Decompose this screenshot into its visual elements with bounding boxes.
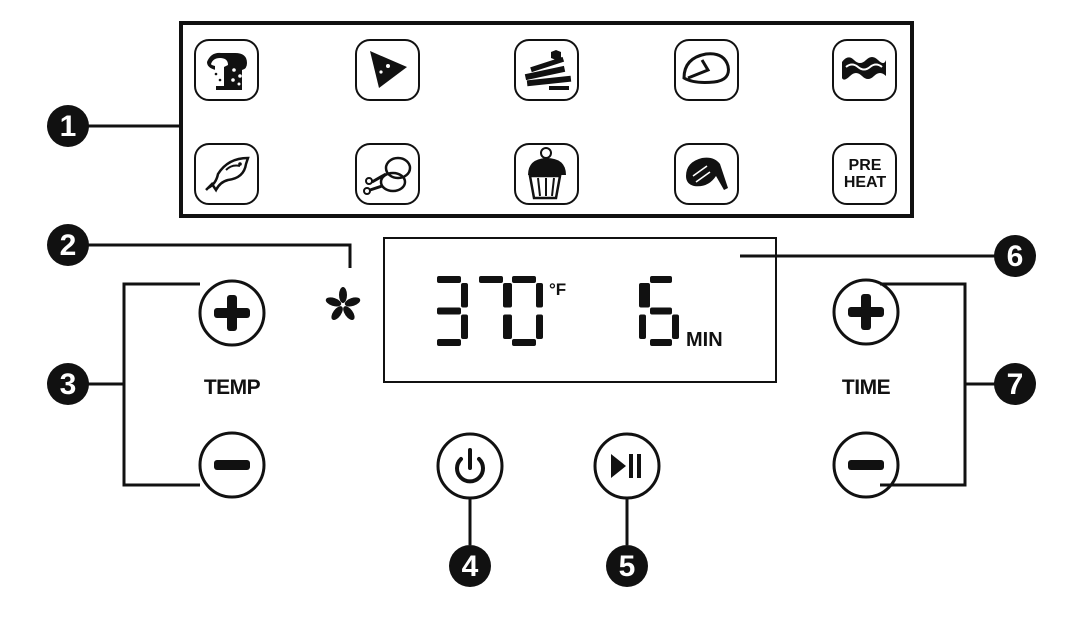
- segment-f: [505, 283, 512, 308]
- chicken-wing-icon: [686, 157, 728, 190]
- power-button[interactable]: [436, 432, 504, 500]
- callout-4: 4: [461, 550, 479, 583]
- muffin-icon: [528, 147, 566, 200]
- preset-button-muffin[interactable]: [514, 143, 579, 205]
- preset-button-fish[interactable]: [194, 143, 259, 205]
- callout-leaders: [88, 124, 995, 545]
- segment-c: [461, 314, 468, 339]
- fries-icon: [524, 50, 572, 90]
- callout-7: 7: [1006, 368, 1024, 401]
- fan-icon: [325, 287, 361, 320]
- segment-d: [650, 339, 672, 346]
- preset-button-preheat[interactable]: [832, 143, 897, 205]
- power-icon: [455, 448, 485, 484]
- time-down-button[interactable]: [832, 431, 900, 499]
- segment-c: [672, 314, 679, 339]
- segment-b: [536, 283, 543, 308]
- segment-e: [505, 314, 512, 339]
- callout-marker-7: [994, 363, 1036, 405]
- callout-markers: [47, 105, 1036, 587]
- temp-up-button[interactable]: [198, 279, 266, 347]
- callout-marker-4: [449, 545, 491, 587]
- callout-2: 2: [59, 229, 77, 262]
- plus-icon: [848, 294, 884, 330]
- callout-3: 3: [59, 368, 77, 401]
- minus-icon: [214, 460, 250, 470]
- preset-button-pizza[interactable]: [355, 39, 420, 101]
- preset-button-bacon[interactable]: [832, 39, 897, 101]
- segment-c: [536, 314, 543, 339]
- chicken-leg-icon: [363, 156, 412, 195]
- temperature-digit-2: [505, 276, 543, 346]
- lcd-display-frame: [383, 237, 777, 383]
- preset-button-steak[interactable]: [674, 39, 739, 101]
- segment-a: [512, 276, 536, 283]
- time-label: TIME: [841, 376, 891, 399]
- segment-a: [437, 276, 461, 283]
- bacon-icon: [842, 57, 886, 80]
- temperature-unit: °F: [549, 280, 567, 299]
- segment-c: [639, 314, 646, 339]
- segment-d: [437, 339, 461, 346]
- start-pause-button[interactable]: [593, 432, 661, 500]
- segment-a: [650, 276, 672, 283]
- pizza-icon: [370, 51, 407, 88]
- bread-icon: [207, 52, 247, 90]
- play-pause-icon: [611, 454, 641, 478]
- preset-button-fries[interactable]: [514, 39, 579, 101]
- callout-marker-3: [47, 363, 89, 405]
- preheat-line-1: PRE: [848, 157, 882, 174]
- time-up-button[interactable]: [832, 278, 900, 346]
- callout-1: 1: [59, 110, 77, 143]
- time-unit: MIN: [686, 329, 723, 351]
- callout-5: 5: [618, 550, 636, 583]
- callout-marker-6: [994, 235, 1036, 277]
- preset-button-chicken[interactable]: [355, 143, 420, 205]
- temp-label: TEMP: [203, 376, 261, 399]
- callout-marker-1: [47, 105, 89, 147]
- minus-icon: [848, 460, 884, 470]
- preset-button-bread[interactable]: [194, 39, 259, 101]
- preheat-line-2: HEAT: [843, 174, 887, 191]
- temp-down-button[interactable]: [198, 431, 266, 499]
- callout-marker-2: [47, 224, 89, 266]
- segment-b: [461, 283, 468, 308]
- preset-panel-frame: [179, 21, 914, 218]
- callout-marker-5: [606, 545, 648, 587]
- time-digit-1: [643, 276, 679, 346]
- fish-icon: [205, 156, 250, 193]
- seven-segment-digits: [437, 276, 679, 346]
- steak-icon: [682, 52, 730, 84]
- preheat-label: PRE HEAT: [833, 144, 897, 204]
- preset-button-wings[interactable]: [674, 143, 739, 205]
- segment-d: [512, 339, 536, 346]
- segment-g: [437, 307, 461, 315]
- plus-icon: [214, 295, 250, 331]
- callout-6: 6: [1006, 240, 1024, 273]
- temperature-digit-0: [437, 276, 468, 346]
- segment-g: [650, 307, 672, 315]
- segment-f: [643, 283, 650, 308]
- segment-a: [479, 276, 503, 283]
